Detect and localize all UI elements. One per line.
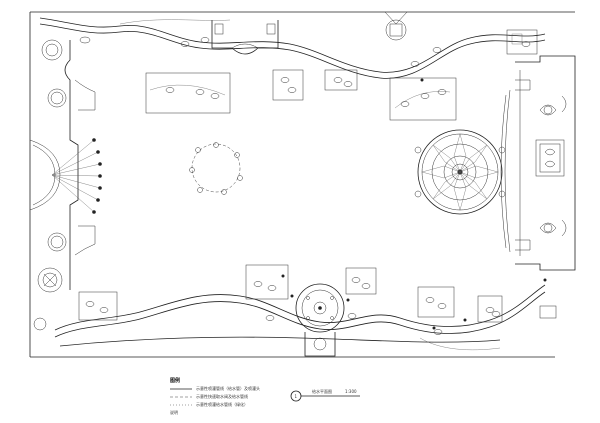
detail-box-2 [272,69,304,101]
detail-box-8 [417,286,455,318]
center-sprinkler-ring [189,142,243,195]
rosette-fountain [414,129,506,215]
caption-scale: 1:300 [345,389,357,394]
top-pavilion-right [384,11,408,41]
legend: 图例 示意性喷灌管线（给水管）及喷灌头 示意性快速取水阀及给水管线 示意性喷灌给… [170,377,260,415]
legend-title: 图例 [170,377,180,384]
detail-box-6 [245,264,289,300]
legend-item-1-label: 示意性喷灌管线（给水管）及喷灌头 [196,385,260,391]
drawing-caption: 1 给水平面图 1:300 [290,388,360,402]
detail-box-9 [477,295,503,323]
right-building [500,55,576,319]
detail-box-1 [145,72,231,114]
caption-title: 给水平面图 [312,388,332,394]
detail-box-7 [345,267,377,295]
detail-box-3 [324,69,358,91]
left-building [29,39,96,331]
legend-item-3-label: 示意性喷灌给水管线（绿化） [196,401,248,407]
fan-spray-pattern [51,138,102,214]
detail-box-10 [78,291,118,321]
top-winding-path [39,17,546,79]
site-boundary [29,11,575,358]
caption-number: 1 [295,394,298,399]
sprinkler-heads [79,36,547,335]
legend-note: 说明 [170,409,178,415]
detail-box-4 [389,77,457,121]
legend-item-2-label: 示意性快速取水阀及给水管线 [196,393,248,399]
bottom-fountain [295,283,345,357]
detail-box-5 [506,29,538,55]
